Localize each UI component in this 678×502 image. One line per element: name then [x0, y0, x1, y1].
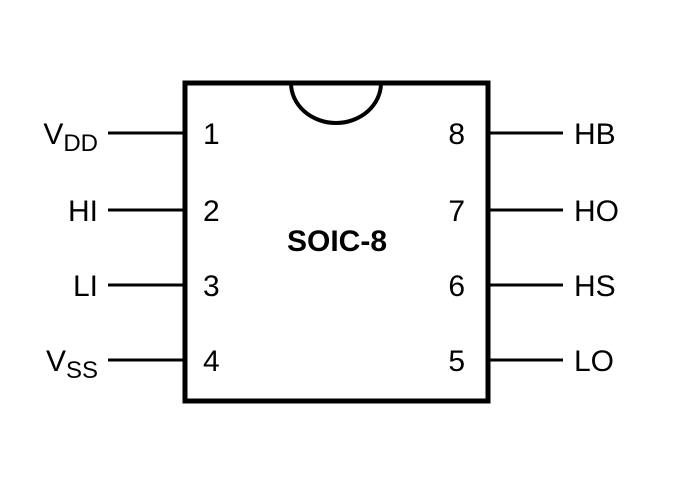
pin-4: VSS 4 — [46, 345, 220, 384]
pin-label: HB — [574, 118, 616, 151]
left-pins: VDD 1 HI 2 LI 3 VSS 4 — [43, 118, 219, 384]
pin-5: 5 LO — [448, 345, 614, 378]
pin-label: HO — [574, 195, 619, 228]
package-body — [182, 80, 491, 404]
pin1-notch — [289, 82, 383, 125]
pin-label-main: V — [43, 118, 63, 151]
pin-label-main: V — [46, 345, 66, 378]
pin-6: 6 HS — [448, 270, 615, 303]
pin-number: 7 — [448, 195, 465, 228]
package-name: SOIC-8 — [287, 225, 387, 258]
pin-label: HI — [68, 195, 98, 228]
pin-label-subscript: SS — [66, 357, 98, 384]
pin-number: 1 — [203, 118, 220, 151]
pin-2: HI 2 — [68, 195, 220, 228]
pin-8: 8 HB — [448, 118, 615, 151]
pin-7: 7 HO — [448, 195, 619, 228]
pin-1: VDD 1 — [43, 118, 219, 157]
pin-label: VDD — [43, 118, 98, 157]
pin-label: VSS — [46, 345, 98, 384]
pin-number: 5 — [448, 345, 465, 378]
pin-label: LO — [574, 345, 614, 378]
pin-number: 4 — [203, 345, 220, 378]
pin-label: LI — [73, 270, 98, 303]
pin-number: 2 — [203, 195, 220, 228]
pin-number: 6 — [448, 270, 465, 303]
pin-3: LI 3 — [73, 270, 220, 303]
pin-label: HS — [574, 270, 616, 303]
pin-number: 3 — [203, 270, 220, 303]
pin-label-subscript: DD — [63, 130, 98, 157]
right-pins: 8 HB 7 HO 6 HS 5 LO — [448, 118, 619, 378]
pin-number: 8 — [448, 118, 465, 151]
